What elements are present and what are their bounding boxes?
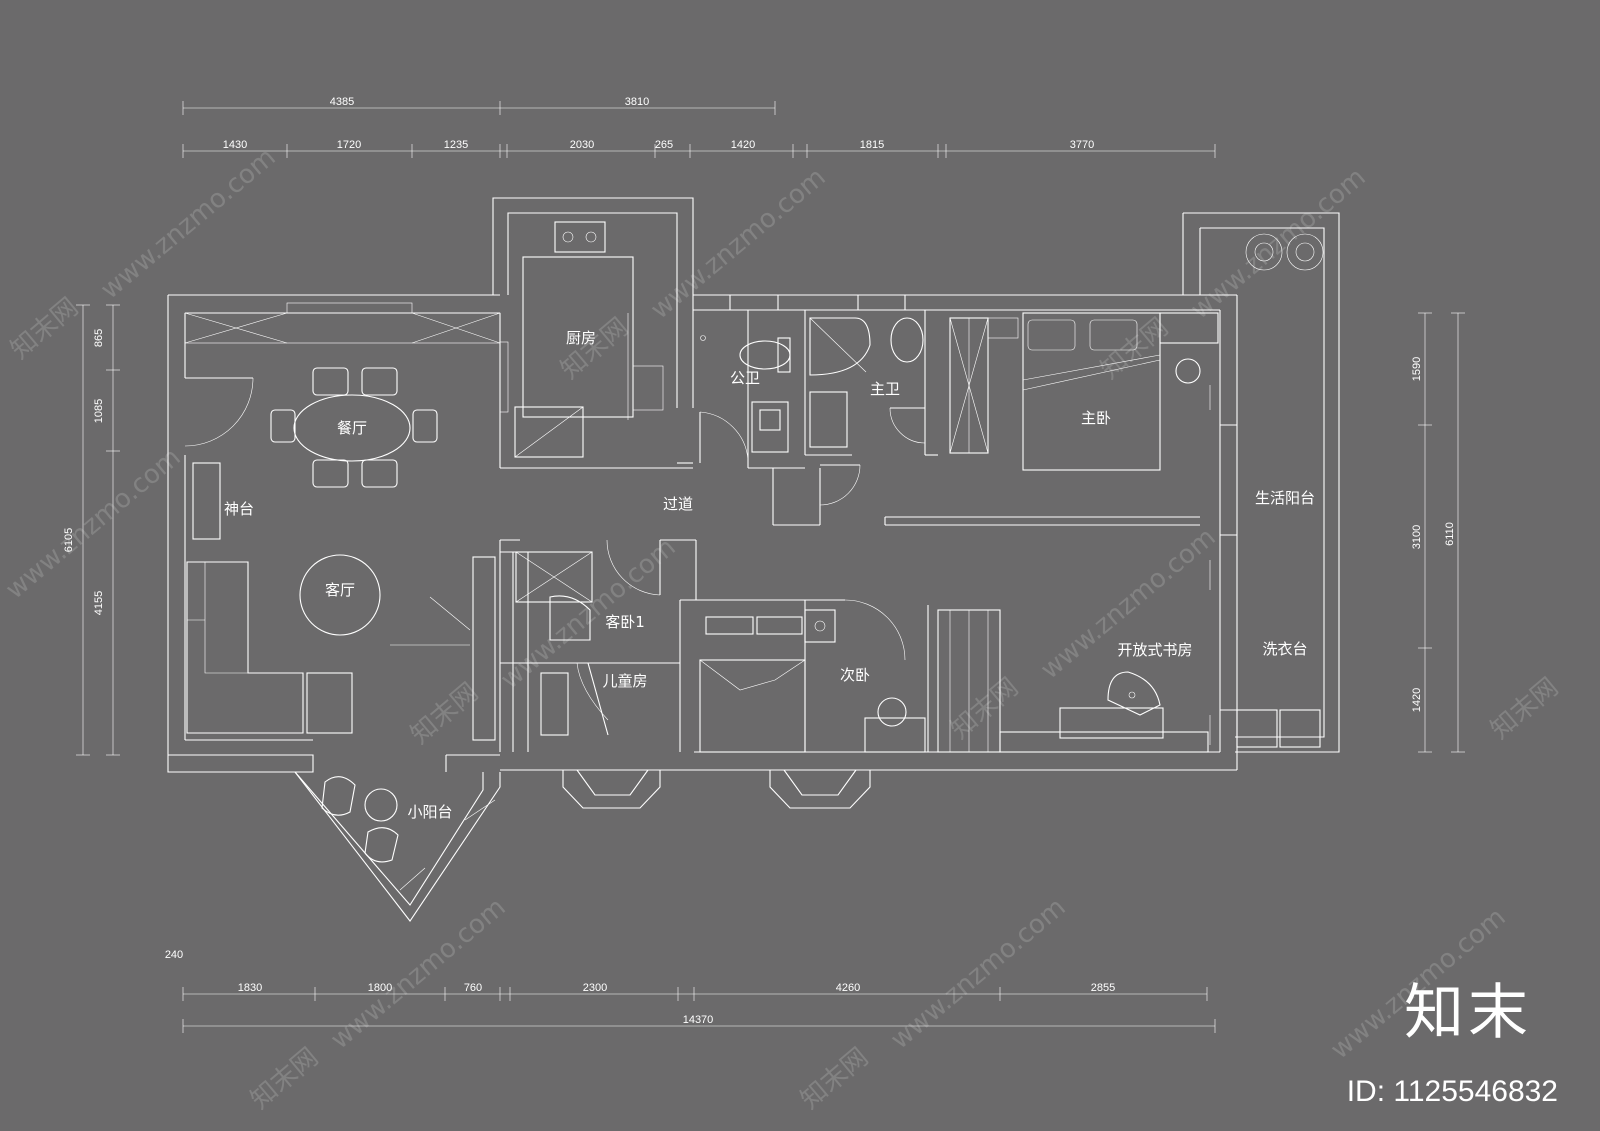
open-study-label: 开放式书房	[1117, 641, 1192, 659]
dim-left-1: 865	[93, 329, 105, 347]
dim-top-4: 2030	[570, 139, 594, 151]
dim-top-3: 1235	[444, 139, 468, 151]
dining-label: 餐厅	[337, 419, 367, 437]
public-bath-label: 公卫	[730, 369, 760, 387]
dim-top-2: 1720	[337, 139, 361, 151]
watermark-url: www.znzmo.com	[325, 892, 511, 1055]
dim-bottom-overall: 14370	[683, 1014, 714, 1026]
dim-bottom-offset: 240	[165, 949, 183, 961]
watermark-url: www.znzmo.com	[95, 142, 281, 305]
guest-bedroom-label: 客卧1	[605, 613, 645, 631]
dim-bottom-4: 2300	[583, 982, 607, 994]
second-bedroom-label: 次卧	[840, 666, 870, 684]
small-balcony-label: 小阳台	[407, 803, 452, 821]
dim-right-1: 1590	[1411, 357, 1423, 381]
furniture	[184, 221, 1324, 891]
dim-top-8: 3770	[1070, 139, 1094, 151]
watermark-site: 知末网	[245, 1042, 324, 1115]
altar-label: 神台	[224, 500, 254, 518]
service-balcony-label: 生活阳台	[1255, 489, 1315, 507]
watermark-url: www.znzmo.com	[0, 442, 186, 605]
plant-icon	[1245, 233, 1324, 271]
dim-top-overall-2: 3810	[625, 96, 649, 108]
dimension-lines	[76, 101, 1465, 1033]
kids-room-label: 儿童房	[602, 672, 647, 690]
dim-bottom-1: 1830	[238, 982, 262, 994]
master-bath-label: 主卫	[870, 380, 900, 398]
brand-logo: 知末	[1404, 978, 1532, 1048]
dim-right-2: 3100	[1411, 525, 1423, 549]
dim-left-overall: 6105	[63, 528, 75, 552]
watermark-url: www.znzmo.com	[1035, 522, 1221, 685]
watermark-site: 知末网	[555, 312, 634, 385]
laundry-label: 洗衣台	[1262, 640, 1307, 658]
dim-left-2: 1085	[93, 399, 105, 423]
walls	[167, 197, 1340, 922]
image-id-label: ID: 1125546832	[1346, 1075, 1558, 1108]
dim-right-overall: 6110	[1444, 522, 1456, 546]
watermarks: 知末网 www.znzmo.com 知末网 www.znzmo.com 知末网 …	[0, 142, 1564, 1115]
dim-left-3: 4155	[93, 591, 105, 615]
corridor-label: 过道	[663, 495, 693, 513]
watermark-url: www.znzmo.com	[645, 162, 831, 325]
watermark-site: 知末网	[795, 1042, 874, 1115]
dim-right-3: 1420	[1411, 688, 1423, 712]
dim-top-7: 1815	[860, 139, 884, 151]
watermark-url: www.znzmo.com	[885, 892, 1071, 1055]
master-bedroom-label: 主卧	[1081, 409, 1111, 427]
dim-bottom-3: 760	[464, 982, 482, 994]
dim-top-1: 1430	[223, 139, 247, 151]
watermark-site: 知末网	[5, 292, 84, 365]
watermark-url: www.znzmo.com	[1185, 162, 1371, 325]
watermark-site: 知末网	[1485, 672, 1564, 745]
dim-bottom-2: 1800	[368, 982, 392, 994]
living-room-label: 客厅	[325, 581, 355, 599]
room-labels: 厨房 餐厅 神台 客厅 小阳台 客卧1 儿童房 过道 公卫 主卫 主卧 次卧 开…	[224, 329, 1315, 821]
dim-top-overall-1: 4385	[330, 96, 354, 108]
dim-bottom-5: 4260	[836, 982, 860, 994]
watermark-site: 知末网	[945, 672, 1024, 745]
kitchen-label: 厨房	[566, 329, 596, 347]
dim-top-5: 265	[655, 139, 673, 151]
dimension-labels: 4385 3810 1430 1720 1235 2030 265 1420 1…	[63, 96, 1456, 1026]
dim-top-6: 1420	[731, 139, 755, 151]
dim-bottom-6: 2855	[1091, 982, 1115, 994]
watermark-site: 知末网	[1095, 312, 1174, 385]
watermark-site: 知末网	[405, 677, 484, 750]
